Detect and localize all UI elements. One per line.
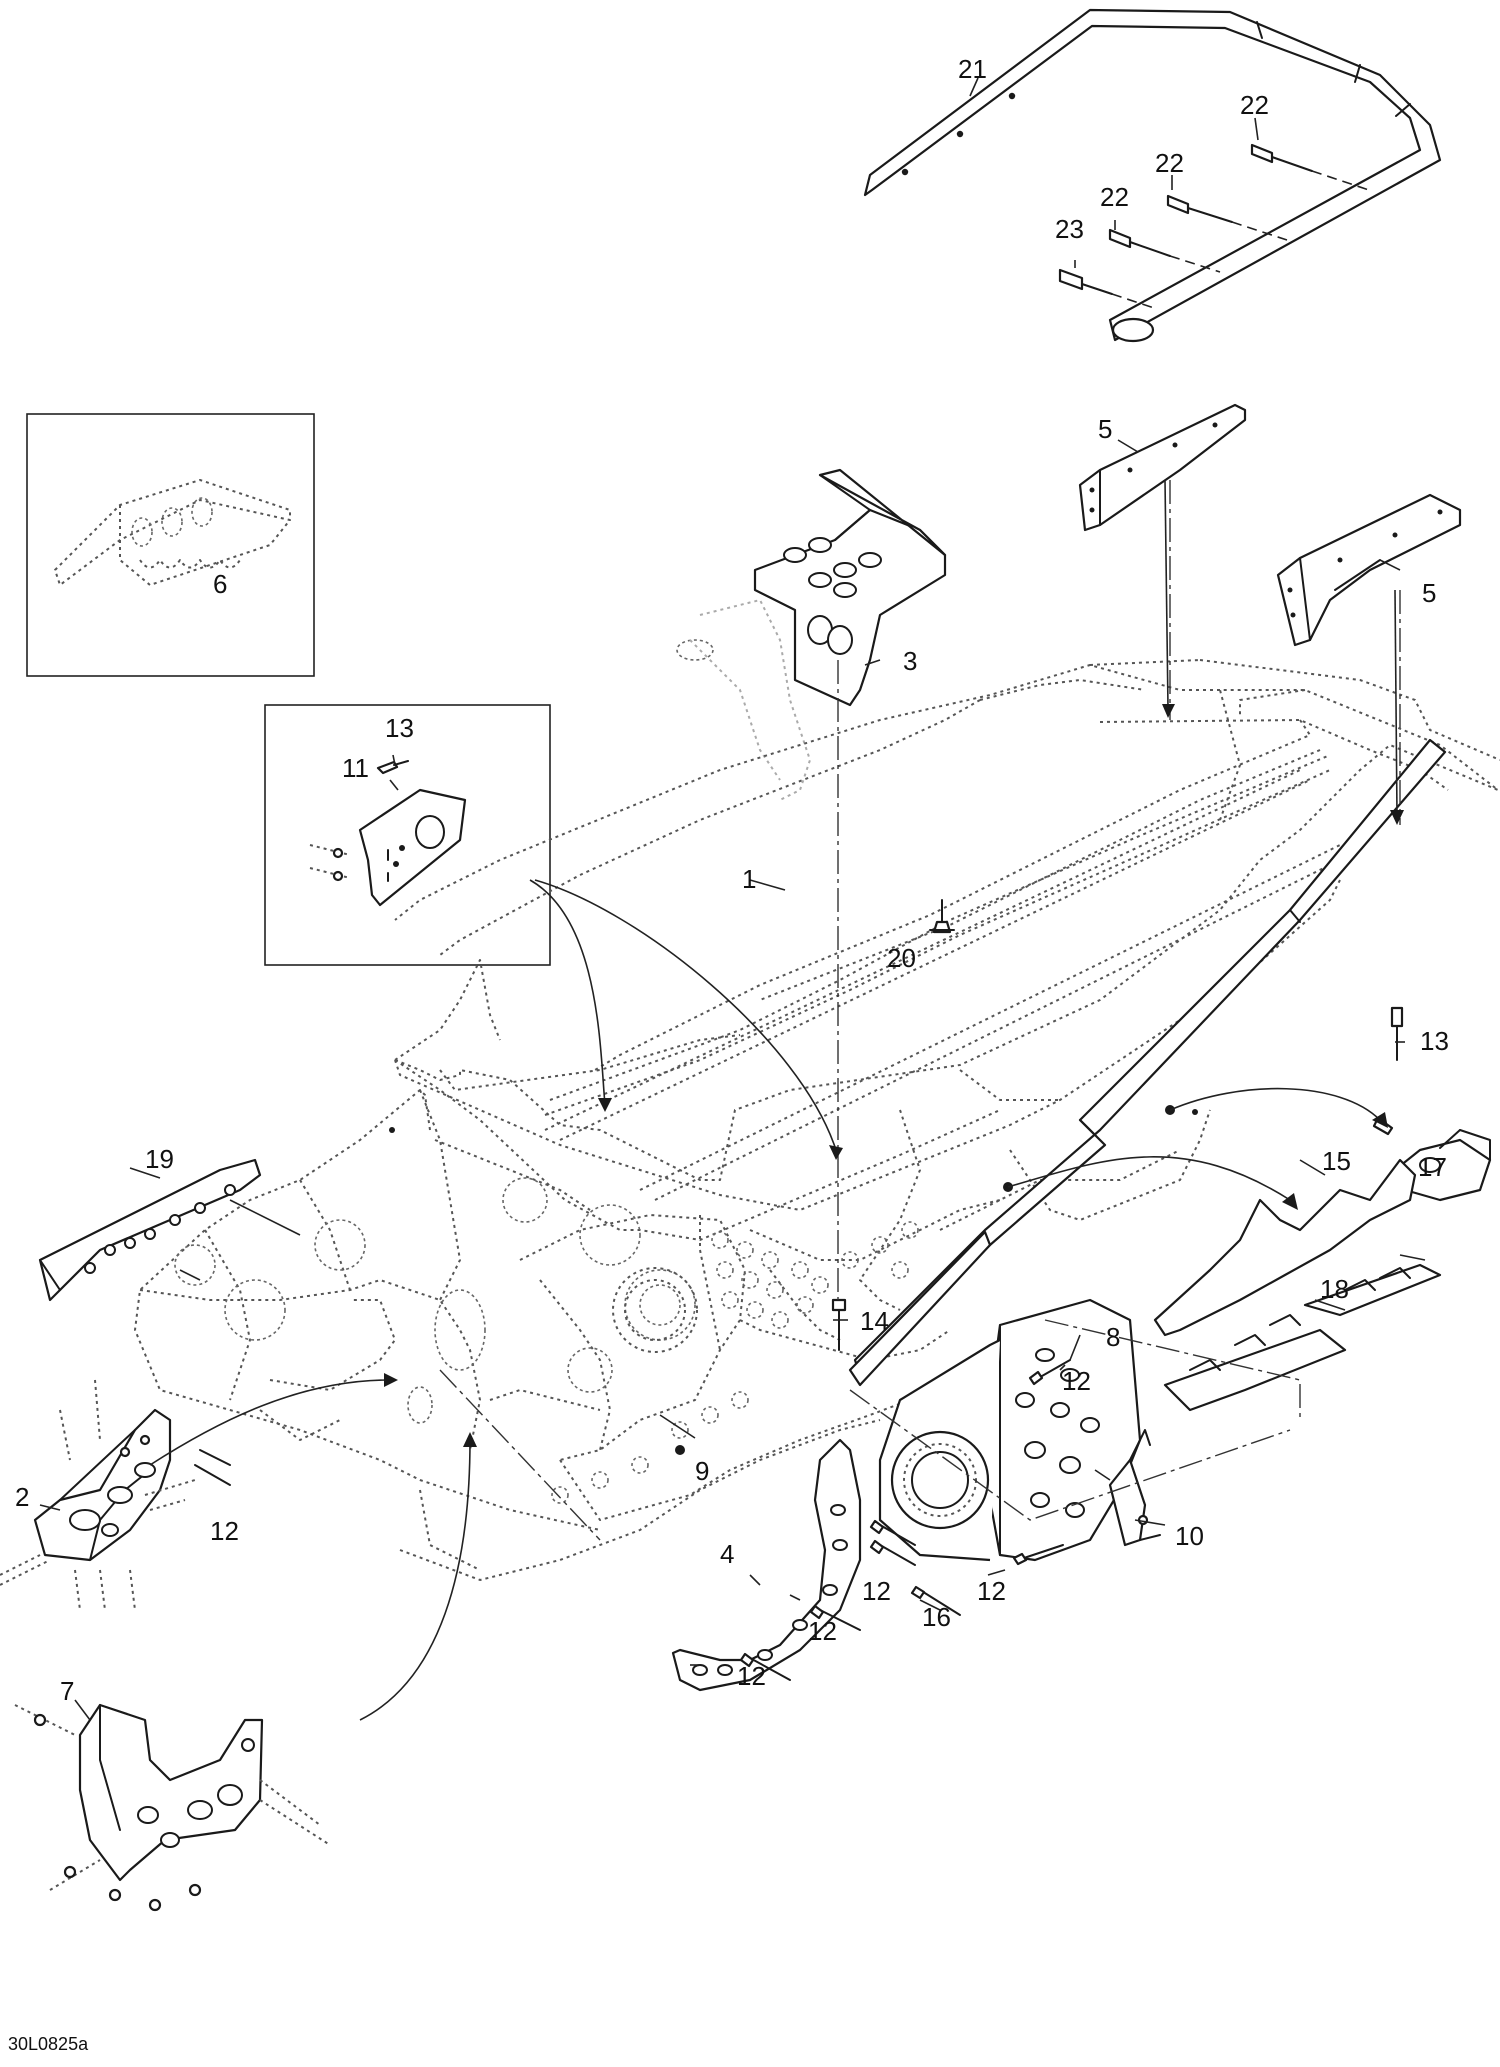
assembly-guide-lines (439, 480, 1401, 1541)
callout-19: 19 (145, 1144, 174, 1174)
callout-12: 12 (1062, 1366, 1091, 1396)
nut-part-20 (929, 899, 955, 934)
bracket-part-19 (38, 1158, 262, 1302)
tunnel-part-1 (134, 659, 1500, 1581)
drawing-code: 30L0825a (8, 2034, 89, 2054)
rail-part-15 (848, 738, 1447, 1387)
rivet-part-13-right (1390, 1006, 1404, 1061)
deflector-part-18 (1153, 1158, 1442, 1412)
callout-4: 4 (720, 1539, 734, 1569)
bumper-handle-part-21 (863, 8, 1442, 343)
tunnel-perforations (551, 1221, 919, 1504)
callout-17: 17 (1418, 1152, 1447, 1182)
bolt-part-22-upper (1250, 143, 1373, 192)
callout-12: 12 (808, 1616, 837, 1646)
callout-12: 12 (977, 1576, 1006, 1606)
callout-5: 5 (1098, 414, 1112, 444)
plate-part-3 (676, 468, 947, 801)
callout-5: 5 (1422, 578, 1436, 608)
callout-14: 14 (860, 1306, 889, 1336)
callout-1: 1 (742, 864, 756, 894)
callout-leaders (39, 77, 1426, 1721)
callout-12: 12 (737, 1661, 766, 1691)
callout-3: 3 (903, 646, 917, 676)
callout-15: 15 (1322, 1146, 1351, 1176)
fastener-part-14 (831, 1298, 847, 1351)
callout-22: 22 (1155, 148, 1184, 178)
mount-part-2 (0, 1379, 196, 1611)
bracket-part-10 (1108, 1429, 1161, 1547)
callout-21: 21 (958, 54, 987, 84)
bolt-part-22-lower (1108, 228, 1221, 273)
bolt-part-23 (1058, 268, 1158, 310)
callout-20: 20 (887, 943, 916, 973)
callout-labels: 21 22 22 22 23 5 5 6 3 13 11 1 20 13 15 … (15, 54, 1449, 1706)
callout-13: 13 (385, 713, 414, 743)
callout-6: 6 (213, 569, 227, 599)
callout-18: 18 (1320, 1274, 1349, 1304)
callout-16: 16 (922, 1602, 951, 1632)
callout-22: 22 (1100, 182, 1129, 212)
plate-part-4 (671, 1438, 862, 1692)
callout-12: 12 (862, 1576, 891, 1606)
bolt-part-22-middle (1166, 194, 1288, 241)
rivets-part-12 (194, 1359, 1071, 1681)
callout-13: 13 (1420, 1026, 1449, 1056)
mount-part-7 (14, 1703, 331, 1912)
callout-11: 11 (342, 753, 369, 783)
inset-box-part-6 (26, 413, 315, 677)
callout-2: 2 (15, 1482, 29, 1512)
callout-7: 7 (60, 1676, 74, 1706)
callout-12: 12 (210, 1516, 239, 1546)
leader-arrows (149, 479, 1404, 1721)
callout-22: 22 (1240, 90, 1269, 120)
plate-part-8 (878, 1298, 1142, 1562)
inset-box-part-11 (264, 704, 551, 966)
callout-10: 10 (1175, 1521, 1204, 1551)
bracket-part-5-upper (1078, 403, 1247, 532)
callout-23: 23 (1055, 214, 1084, 244)
callout-9: 9 (695, 1456, 709, 1486)
bracket-part-5-lower (1276, 493, 1462, 647)
callout-8: 8 (1106, 1322, 1120, 1352)
